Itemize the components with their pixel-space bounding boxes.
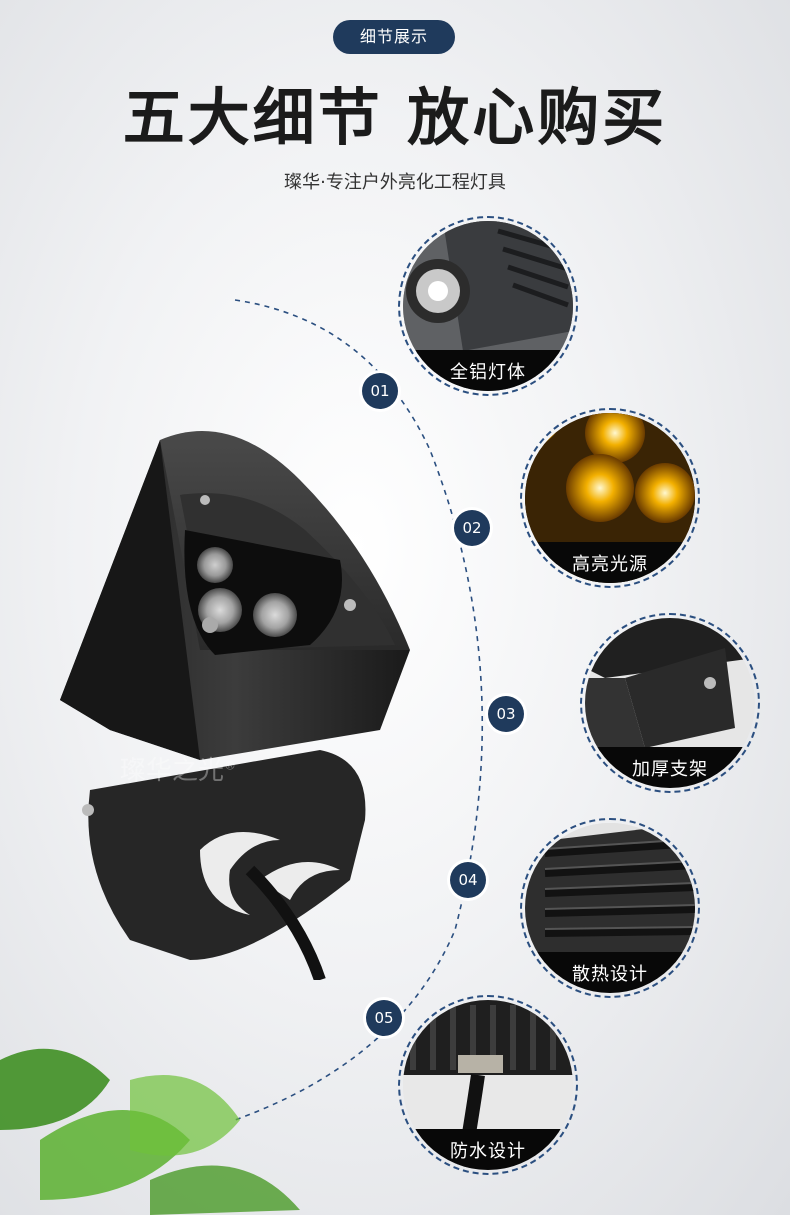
product-spotlight-image: 璨华之光® — [50, 400, 430, 982]
detail-ring-03 — [580, 613, 760, 793]
detail-number-02: 02 — [454, 510, 490, 546]
detail-circle-05: 防水设计 — [403, 1000, 573, 1170]
detail-ring-04 — [520, 818, 700, 998]
detail-caption-05: 防水设计 — [403, 1129, 573, 1170]
page-headline: 五大细节 放心购买 — [122, 81, 668, 154]
detail-caption-02: 高亮光源 — [525, 542, 695, 583]
page-subtitle: 璨华·专注户外亮化工程灯具 — [284, 172, 506, 193]
detail-ring-05 — [398, 995, 578, 1175]
detail-ring-02 — [520, 408, 700, 588]
detail-caption-04: 散热设计 — [525, 952, 695, 993]
detail-number-04: 04 — [450, 862, 486, 898]
section-badge: 细节展示 — [333, 20, 455, 54]
detail-number-01: 01 — [362, 373, 398, 409]
detail-circle-04: 散热设计 — [525, 823, 695, 993]
detail-caption-01: 全铝灯体 — [403, 350, 573, 391]
detail-caption-03: 加厚支架 — [585, 747, 755, 788]
detail-circle-02: 高亮光源 — [525, 413, 695, 583]
detail-number-05: 05 — [366, 1000, 402, 1036]
detail-circle-03: 加厚支架 — [585, 618, 755, 788]
detail-circle-01: 全铝灯体 — [403, 221, 573, 391]
green-leaves-decoration — [0, 1048, 300, 1215]
product-watermark: 璨华之光® — [120, 756, 237, 786]
detail-number-03: 03 — [488, 696, 524, 732]
detail-ring-01 — [398, 216, 578, 396]
